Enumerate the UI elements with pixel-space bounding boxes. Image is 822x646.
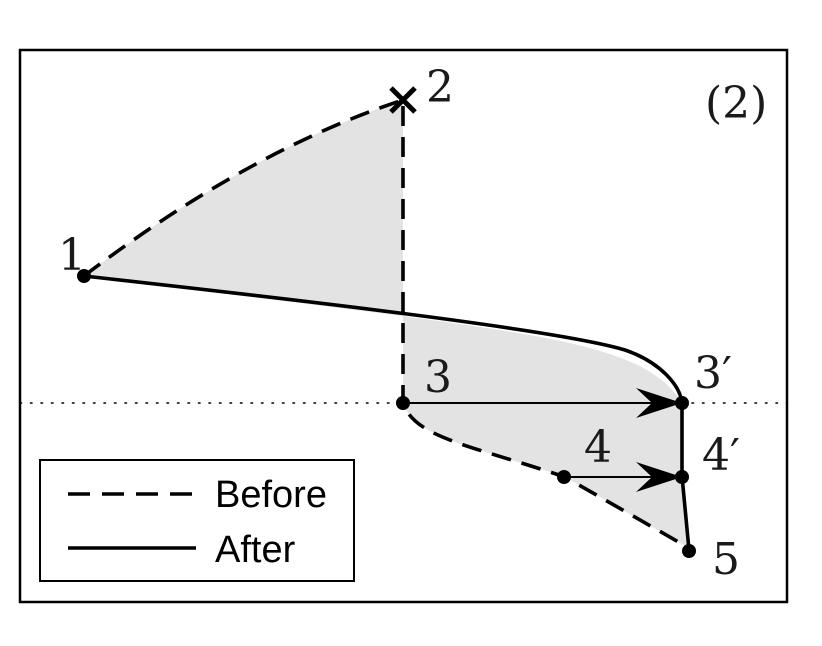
shaded-region-upper: [84, 100, 403, 316]
point-3-label: 3: [424, 352, 452, 403]
legend-after-label: After: [215, 529, 296, 571]
point-1-marker: [77, 269, 91, 283]
point-2-marker: [389, 86, 417, 114]
point-1-label: 1: [58, 230, 86, 281]
point-4prime-marker: [675, 470, 689, 484]
point-3prime-marker: [675, 396, 689, 410]
point-5-marker: [682, 544, 696, 558]
arrowhead-3prime: [636, 388, 682, 418]
panel-label: (2): [705, 78, 767, 129]
legend: Before After: [39, 459, 355, 582]
shaded-region-lower: [403, 316, 689, 548]
before-curve: [82, 97, 690, 550]
arrowhead-4prime: [636, 462, 682, 492]
point-4prime-label: 4′: [702, 430, 740, 481]
point-2-label: 2: [426, 62, 454, 113]
after-curve: [83, 274, 691, 551]
point-4-marker: [557, 470, 571, 484]
legend-box: [39, 459, 355, 582]
point-4-label: 4: [584, 422, 612, 473]
point-5-label: 5: [712, 534, 740, 585]
point-3prime-label: 3′: [694, 348, 732, 399]
point-3-marker: [396, 396, 410, 410]
legend-before-label: Before: [215, 474, 327, 516]
